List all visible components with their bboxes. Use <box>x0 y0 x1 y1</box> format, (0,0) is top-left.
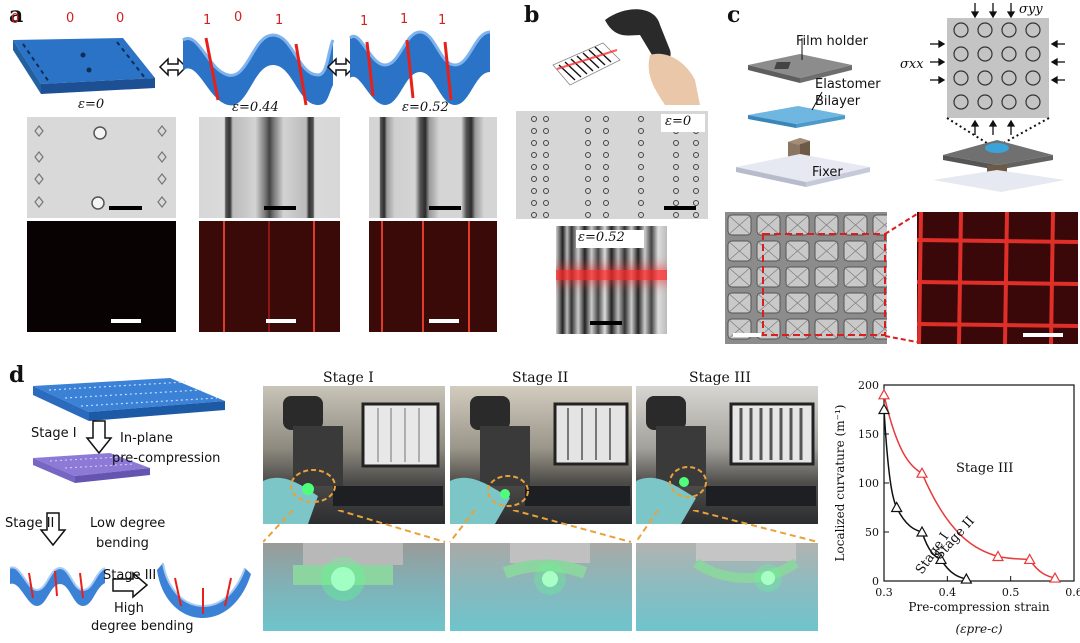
scale-bar <box>733 333 761 337</box>
y-tick-label: 100 <box>858 477 879 490</box>
strain-label-b-eps0: ε=0 <box>665 114 692 129</box>
x-tick-label: 0.3 <box>875 586 893 599</box>
scale-bar <box>109 206 142 210</box>
y-tick-label: 200 <box>858 379 879 392</box>
flat-sheet-illustration <box>13 38 155 94</box>
fluorescence-flat <box>27 221 176 332</box>
panel-d-label: d <box>9 362 25 388</box>
photo-stage1-setup <box>263 386 445 524</box>
photo-title-stage1: Stage I <box>323 370 374 386</box>
stress-schematic <box>930 3 1065 192</box>
photo-stage3-closeup <box>636 543 818 631</box>
photo-stage1-closeup <box>263 543 445 631</box>
scale-bar <box>429 206 461 210</box>
stage1-label: Stage I <box>31 426 77 441</box>
sheet-number-3: 0 <box>116 11 125 26</box>
micrograph-barcode-eps0: ε=0 <box>516 111 708 219</box>
fluorescence-052 <box>369 221 497 332</box>
strain-label-052: ε=0.52 <box>402 100 449 115</box>
zoom-lines <box>885 213 917 343</box>
stage3-label: Stage III <box>103 568 157 583</box>
sigma-xx-label: σxx <box>900 57 924 72</box>
fluorescence-044 <box>199 221 340 332</box>
series-0-point <box>877 388 891 400</box>
plot-frame <box>883 384 1075 582</box>
micrograph-052-brightfield <box>369 117 497 218</box>
sheet-number-2: 0 <box>66 11 75 26</box>
wavy-sheet-1 <box>182 33 335 106</box>
y-axis-label: Localized curvature (m⁻¹) <box>833 405 847 562</box>
strain-label-044: ε=0.44 <box>232 100 279 115</box>
photo-title-stage2: Stage II <box>512 370 569 386</box>
grid-micrograph <box>725 212 887 344</box>
precompression-label: pre-compression <box>112 451 221 466</box>
series-0-point <box>1048 571 1062 583</box>
micrograph-barcode-eps052: ε=0.52 <box>556 226 667 334</box>
film-holder-label: Film holder <box>796 34 868 49</box>
y-tick-label: 50 <box>865 526 879 539</box>
sigma-yy-label: σyy <box>1019 2 1043 17</box>
inplane-label: In-plane <box>120 431 173 446</box>
scale-bar <box>1023 333 1063 337</box>
scale-bar <box>664 206 696 210</box>
scale-bar <box>266 319 296 323</box>
device-assembly-illustration <box>736 38 870 187</box>
wave2-number-2: 1 <box>400 12 409 27</box>
fixer-label: Fixer <box>812 165 843 180</box>
wave2-number-3: 1 <box>438 13 447 28</box>
micrograph-044-brightfield <box>199 117 340 218</box>
zoom-connectors <box>263 510 818 543</box>
strain-label-b-eps052: ε=0.52 <box>578 230 625 245</box>
low-degree-label: Low degree <box>90 516 166 531</box>
stage2-label: Stage II <box>5 516 55 531</box>
scale-bar <box>111 319 141 323</box>
x-tick-label: 0.5 <box>1002 586 1020 599</box>
strain-label-0: ε=0 <box>78 97 105 112</box>
process-schematic <box>9 378 251 618</box>
photo-stage3-setup <box>636 386 818 524</box>
wave1-number-3: 1 <box>275 13 284 28</box>
degree-bending-label: degree bending <box>91 619 194 634</box>
annotation-stage3: Stage III <box>956 461 1013 476</box>
series-curve-0 <box>883 394 1056 579</box>
panel-b-label: b <box>524 2 540 28</box>
bending-label: bending <box>96 536 149 551</box>
wave1-number-2: 0 <box>234 10 243 25</box>
scale-bar <box>590 321 622 325</box>
x-tick-label: 0.6 <box>1065 586 1080 599</box>
series-1-point <box>960 572 973 584</box>
series-0-point <box>1023 553 1036 565</box>
y-tick-label: 150 <box>858 428 879 441</box>
panel-c-label: c <box>727 2 741 28</box>
series-0-point <box>915 466 929 478</box>
x-tick-label: 0.4 <box>939 586 957 599</box>
panel-a-label: a <box>9 2 24 28</box>
series-1-point <box>934 553 948 565</box>
photo-title-stage3: Stage III <box>689 370 751 386</box>
wave2-number-1: 1 <box>360 14 369 29</box>
barcode-scanner-illustration <box>552 9 700 105</box>
y-tick-label: 0 <box>872 575 879 588</box>
photo-stage2-closeup <box>450 543 632 631</box>
elastomer-label: Elastomer <box>815 77 881 92</box>
micrograph-flat-brightfield <box>27 117 176 218</box>
series-0-point <box>991 550 1005 562</box>
series-1-point <box>877 403 891 415</box>
photo-stage2-setup <box>450 386 632 524</box>
bilayer-label: Bilayer <box>815 94 861 109</box>
x-axis-label-2: (εpre-c) <box>955 622 1002 636</box>
sheet-number-1: 0 <box>11 12 20 27</box>
scale-bar <box>264 206 296 210</box>
high-label: High <box>114 601 144 616</box>
scale-bar <box>429 319 459 323</box>
series-1-point <box>915 525 929 537</box>
grid-fluorescence <box>917 212 1078 344</box>
wavy-sheet-2 <box>348 30 491 105</box>
curvature-chart: 0.3 0.4 0.5 0.6 0 50 100 150 200 Localized curva… <box>833 379 1080 636</box>
x-axis-label: Pre-compression strain <box>908 600 1049 614</box>
series-1-point <box>890 501 903 513</box>
wave1-number-1: 1 <box>203 13 212 28</box>
